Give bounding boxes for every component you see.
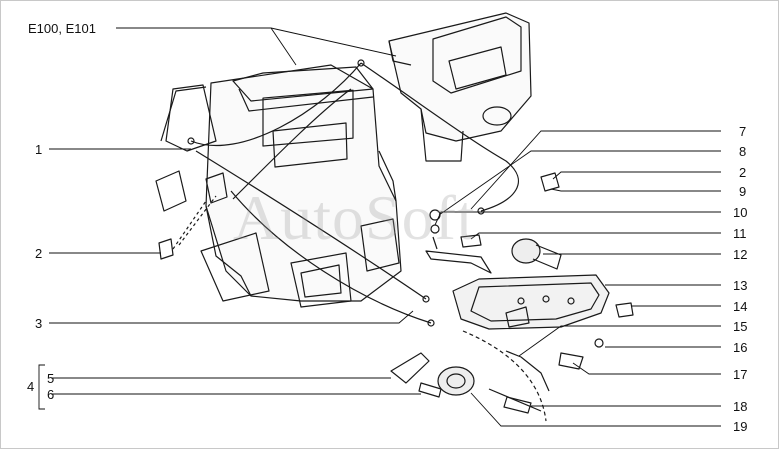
- callout-8: 8: [739, 144, 747, 159]
- callout-6: 6: [47, 387, 55, 402]
- small-parts: [488, 302, 634, 414]
- figure-code-label: E100, E101: [28, 21, 96, 36]
- callout-15: 15: [733, 319, 748, 334]
- callout-1: 1: [35, 142, 43, 157]
- callout-11: 11: [733, 226, 747, 241]
- callout-2-right: 2: [739, 165, 747, 180]
- callout-4-group: 4: [27, 379, 35, 394]
- callout-10: 10: [733, 205, 748, 220]
- watermark: AutoSoft: [233, 182, 476, 253]
- lever-assembly: [425, 209, 492, 274]
- control-cables: [187, 59, 519, 327]
- gear-motor: [511, 238, 562, 270]
- callout-16: 16: [733, 340, 748, 355]
- callout-5: 5: [47, 371, 55, 386]
- callout-2-left: 2: [35, 246, 43, 261]
- callout-18: 18: [733, 399, 748, 414]
- knob-and-lever: [390, 352, 475, 398]
- callout-7: 7: [739, 124, 747, 139]
- control-panel-housing: [452, 274, 610, 330]
- callout-leaders: [38, 27, 721, 427]
- blower-housing: [388, 12, 532, 162]
- cable-clips: [158, 172, 560, 260]
- callout-3: 3: [35, 316, 43, 331]
- callout-13: 13: [733, 278, 748, 293]
- callout-19: 19: [733, 419, 748, 434]
- callout-12: 12: [733, 247, 748, 262]
- callout-17: 17: [733, 367, 748, 382]
- heater-housing: [155, 64, 402, 308]
- callout-14: 14: [733, 299, 748, 314]
- callout-9: 9: [739, 184, 747, 199]
